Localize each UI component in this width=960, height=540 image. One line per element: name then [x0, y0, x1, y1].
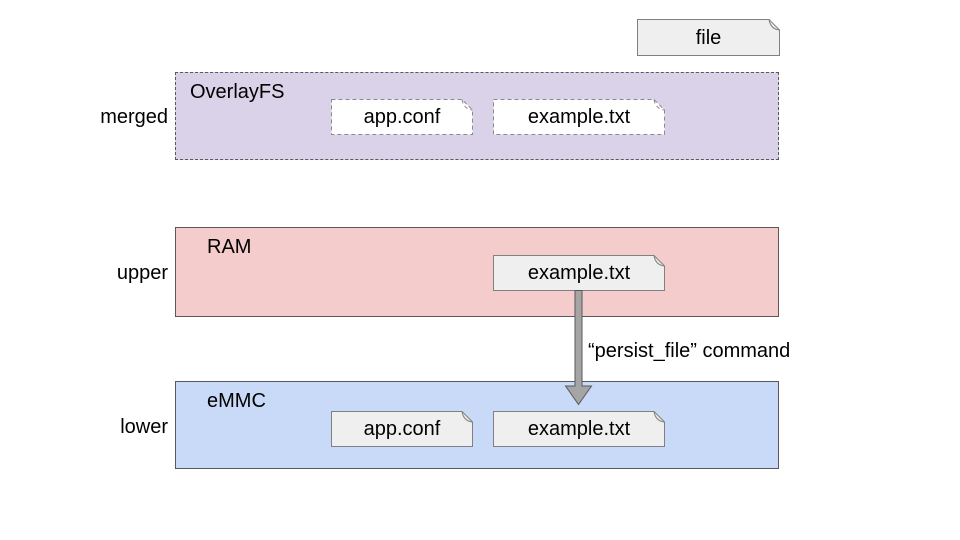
row-label-upper: upper	[116, 262, 168, 284]
file-shape	[331, 411, 473, 447]
file-label-upper-example-txt: example.txt	[527, 262, 631, 284]
file-box-merged-app-conf: app.conf	[331, 99, 473, 135]
file-label-lower-app-conf: app.conf	[363, 418, 441, 440]
row-label-lower: lower	[120, 416, 168, 438]
file-box-lower-example-txt: example.txt	[493, 411, 665, 447]
file-shape	[637, 19, 780, 56]
file-shape	[493, 411, 665, 447]
file-box-merged-example-txt: example.txt	[493, 99, 665, 135]
layer-title-overlayfs: OverlayFS	[190, 81, 285, 103]
file-box-lower-app-conf: app.conf	[331, 411, 473, 447]
file-label-merged-example-txt: example.txt	[527, 106, 631, 128]
persist-file-arrow-shape	[564, 290, 593, 406]
file-shape	[493, 99, 665, 135]
layer-title-ram: RAM	[207, 236, 252, 258]
file-box-upper-example-txt: example.txt	[493, 255, 665, 291]
file-label-merged-app-conf: app.conf	[363, 106, 441, 128]
file-shape	[331, 99, 473, 135]
layer-overlayfs: OverlayFS app.conf example.txt	[175, 72, 779, 160]
layer-emmc: eMMC app.conf example.txt	[175, 381, 779, 469]
persist-command-label: “persist_file” command	[588, 340, 791, 362]
legend-file-label: file	[695, 26, 722, 49]
layer-ram: RAM example.txt	[175, 227, 779, 317]
file-label-lower-example-txt: example.txt	[527, 418, 631, 440]
persist-file-arrow	[564, 290, 593, 406]
file-shape	[493, 255, 665, 291]
layer-title-emmc: eMMC	[207, 390, 266, 412]
row-label-merged: merged	[100, 106, 168, 128]
legend-file-box: file	[637, 19, 780, 56]
